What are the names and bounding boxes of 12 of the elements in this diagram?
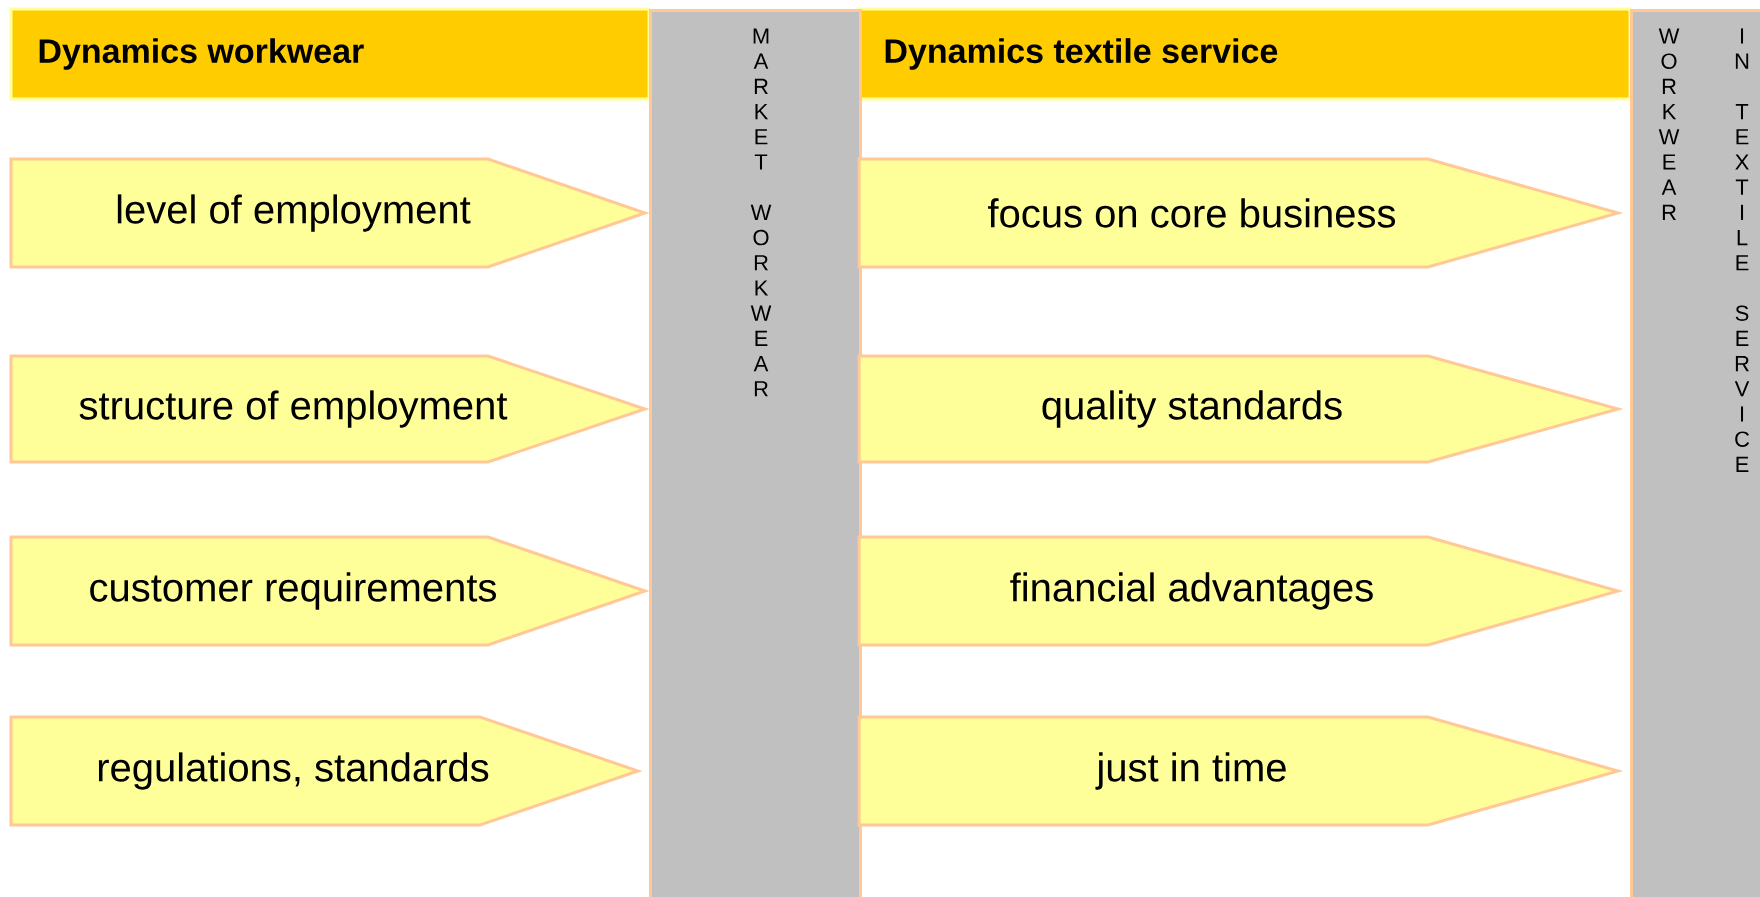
header-bar: Dynamics textile service	[857, 7, 1632, 101]
arrow-box: customer requirements	[9, 535, 650, 647]
header-bar: Dynamics workwear	[9, 7, 651, 101]
arrow-box: focus on core business	[857, 157, 1624, 269]
arrow-box: just in time	[857, 715, 1624, 827]
vertical-band: WORKWEAR IN TEXTILE SERVICE	[1630, 9, 1760, 897]
vertical-band: MARKET WORKWEAR	[649, 9, 862, 897]
arrow-box: financial advantages	[857, 535, 1624, 647]
arrow-box: level of employment	[9, 157, 650, 269]
arrow-box: structure of employment	[9, 354, 650, 464]
arrow-box: quality standards	[857, 354, 1624, 464]
arrow-box: regulations, standards	[9, 715, 643, 827]
